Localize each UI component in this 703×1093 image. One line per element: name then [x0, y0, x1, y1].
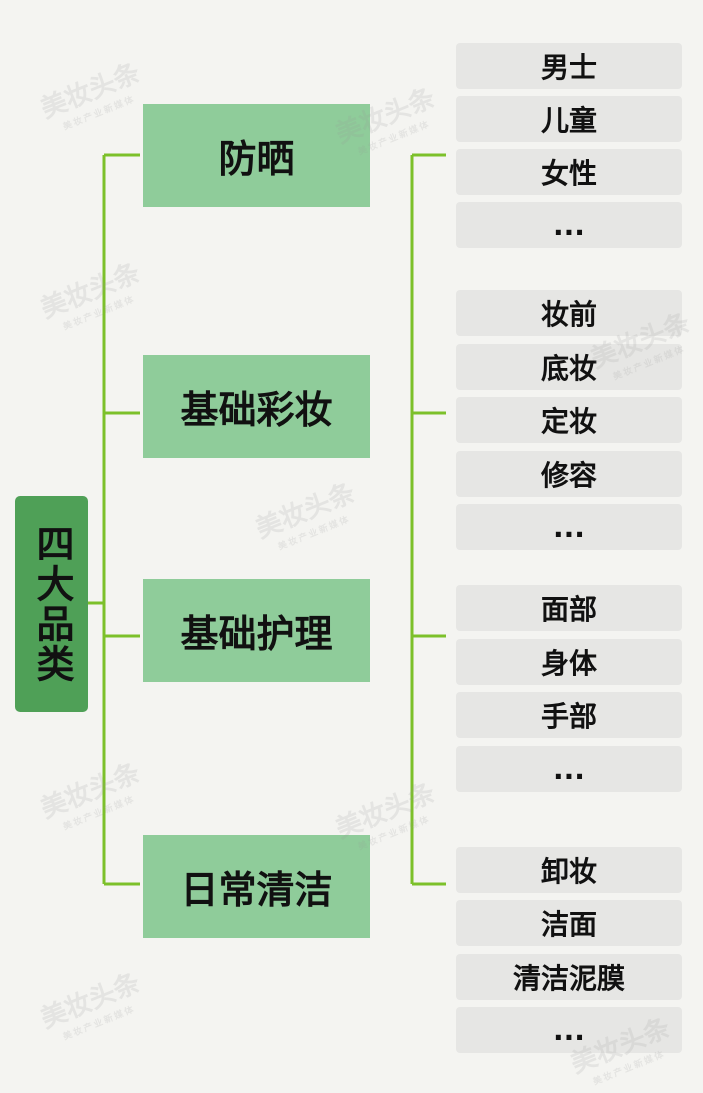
- item-label: 面部: [540, 593, 597, 626]
- item-box: 儿童: [456, 96, 682, 142]
- item-box: 定妆: [456, 397, 682, 443]
- item-label: ...: [553, 1013, 585, 1047]
- item-box-more: ...: [456, 1007, 682, 1053]
- item-box: 洁面: [456, 900, 682, 946]
- category-basic-care: 基础护理: [143, 579, 370, 682]
- item-box-more: ...: [456, 504, 682, 550]
- category-label: 防晒: [218, 136, 295, 181]
- item-box: 身体: [456, 639, 682, 685]
- item-box: 清洁泥膜: [456, 954, 682, 1000]
- item-label: 定妆: [540, 405, 597, 438]
- item-label: ...: [553, 752, 585, 786]
- root-label: 四大品类: [30, 524, 74, 684]
- item-label: 底妆: [540, 352, 597, 385]
- item-label: 洁面: [540, 908, 597, 941]
- item-box: 卸妆: [456, 847, 682, 893]
- item-box-more: ...: [456, 746, 682, 792]
- item-box: 男士: [456, 43, 682, 89]
- item-label: ...: [553, 208, 585, 242]
- item-label: 卸妆: [540, 855, 597, 888]
- item-label: 清洁泥膜: [512, 962, 625, 995]
- item-label: 修容: [540, 459, 597, 492]
- root-node: 四大品类: [15, 496, 88, 712]
- item-label: 妆前: [540, 298, 597, 331]
- item-box: 女性: [456, 149, 682, 195]
- category-daily-cleansing: 日常清洁: [143, 835, 370, 938]
- item-box: 妆前: [456, 290, 682, 336]
- item-label: 儿童: [540, 104, 597, 137]
- item-box: 面部: [456, 585, 682, 631]
- item-label: 手部: [540, 700, 597, 733]
- category-label: 基础护理: [180, 611, 333, 656]
- category-label: 基础彩妆: [180, 387, 333, 432]
- item-label: 男士: [540, 51, 597, 84]
- category-basic-makeup: 基础彩妆: [143, 355, 370, 458]
- item-box: 底妆: [456, 344, 682, 390]
- category-label: 日常清洁: [180, 867, 333, 912]
- item-box: 修容: [456, 451, 682, 497]
- item-label: ...: [553, 510, 585, 544]
- item-label: 身体: [540, 647, 597, 680]
- item-box: 手部: [456, 692, 682, 738]
- item-label: 女性: [540, 157, 597, 190]
- category-sunscreen: 防晒: [143, 104, 370, 207]
- item-box-more: ...: [456, 202, 682, 248]
